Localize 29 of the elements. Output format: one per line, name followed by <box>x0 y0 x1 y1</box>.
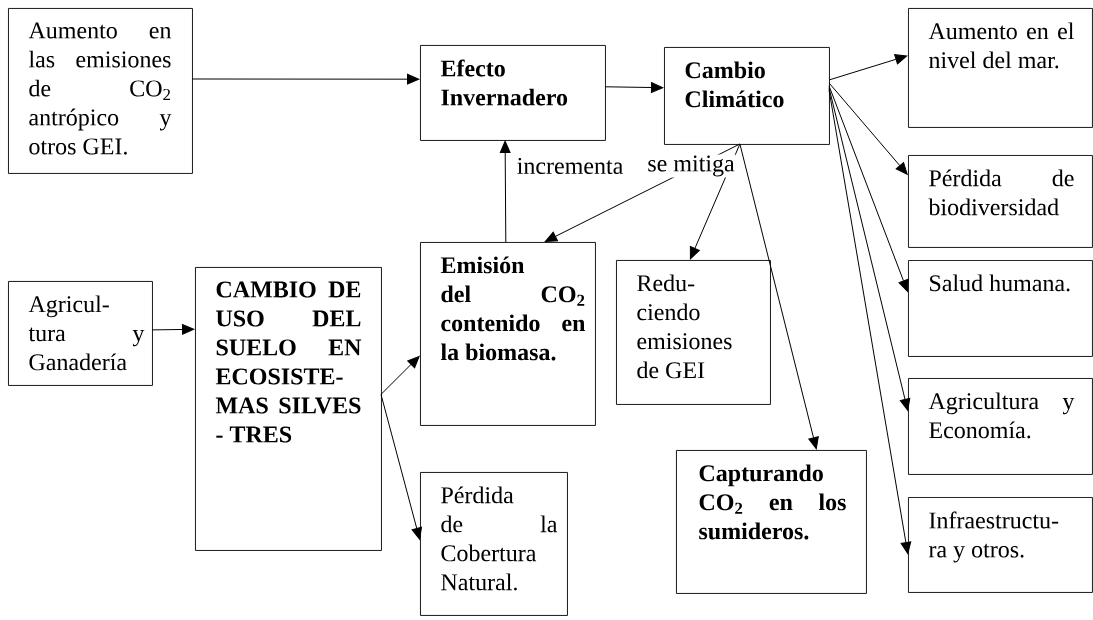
arrow <box>151 324 195 335</box>
process-box: Capturando CO$_{2}$ en los sumideros. <box>676 450 867 594</box>
process-box: Emisión del CO$_{2}$ contenido en la biomasa. <box>420 242 596 426</box>
process-box: Agricul- tura y Ganadería <box>8 281 153 386</box>
arrow <box>828 85 909 292</box>
arrow <box>604 82 664 93</box>
arrow <box>828 89 912 555</box>
arrow <box>739 143 819 450</box>
process-box: Infraestructu- ra y otros. <box>908 497 1093 593</box>
process-box: Redu- ciendo emisiones de GEI <box>616 260 771 405</box>
process-box: Pérdida de biodiversidad <box>908 155 1093 248</box>
arrow <box>828 82 908 175</box>
process-box: CAMBIO DE USO DEL SUELO EN ECOSISTE- MAS SILVES - TRES <box>195 267 382 551</box>
process-box: Agricultura y Economía. <box>908 378 1093 475</box>
process-box: Cambio Climático <box>664 47 830 145</box>
arrow <box>191 73 420 85</box>
edge-label: incrementa <box>515 156 625 176</box>
process-box: Pérdida de la Cobertura Natural. <box>420 472 568 616</box>
arrow <box>828 54 908 81</box>
arrow <box>689 143 741 260</box>
edge-label: se mitiga <box>646 154 736 178</box>
arrow <box>380 393 422 540</box>
process-box: Salud humana. <box>908 260 1093 357</box>
process-box: Aumento en las emisiones de CO$_{2}$ antrópico y otros GEI. <box>8 8 193 174</box>
arrow <box>380 355 420 395</box>
process-box: Efecto Invernadero <box>420 45 606 141</box>
arrow <box>828 87 911 411</box>
arrow <box>499 140 511 243</box>
process-box: Aumento en el nivel del mar. <box>908 8 1093 128</box>
